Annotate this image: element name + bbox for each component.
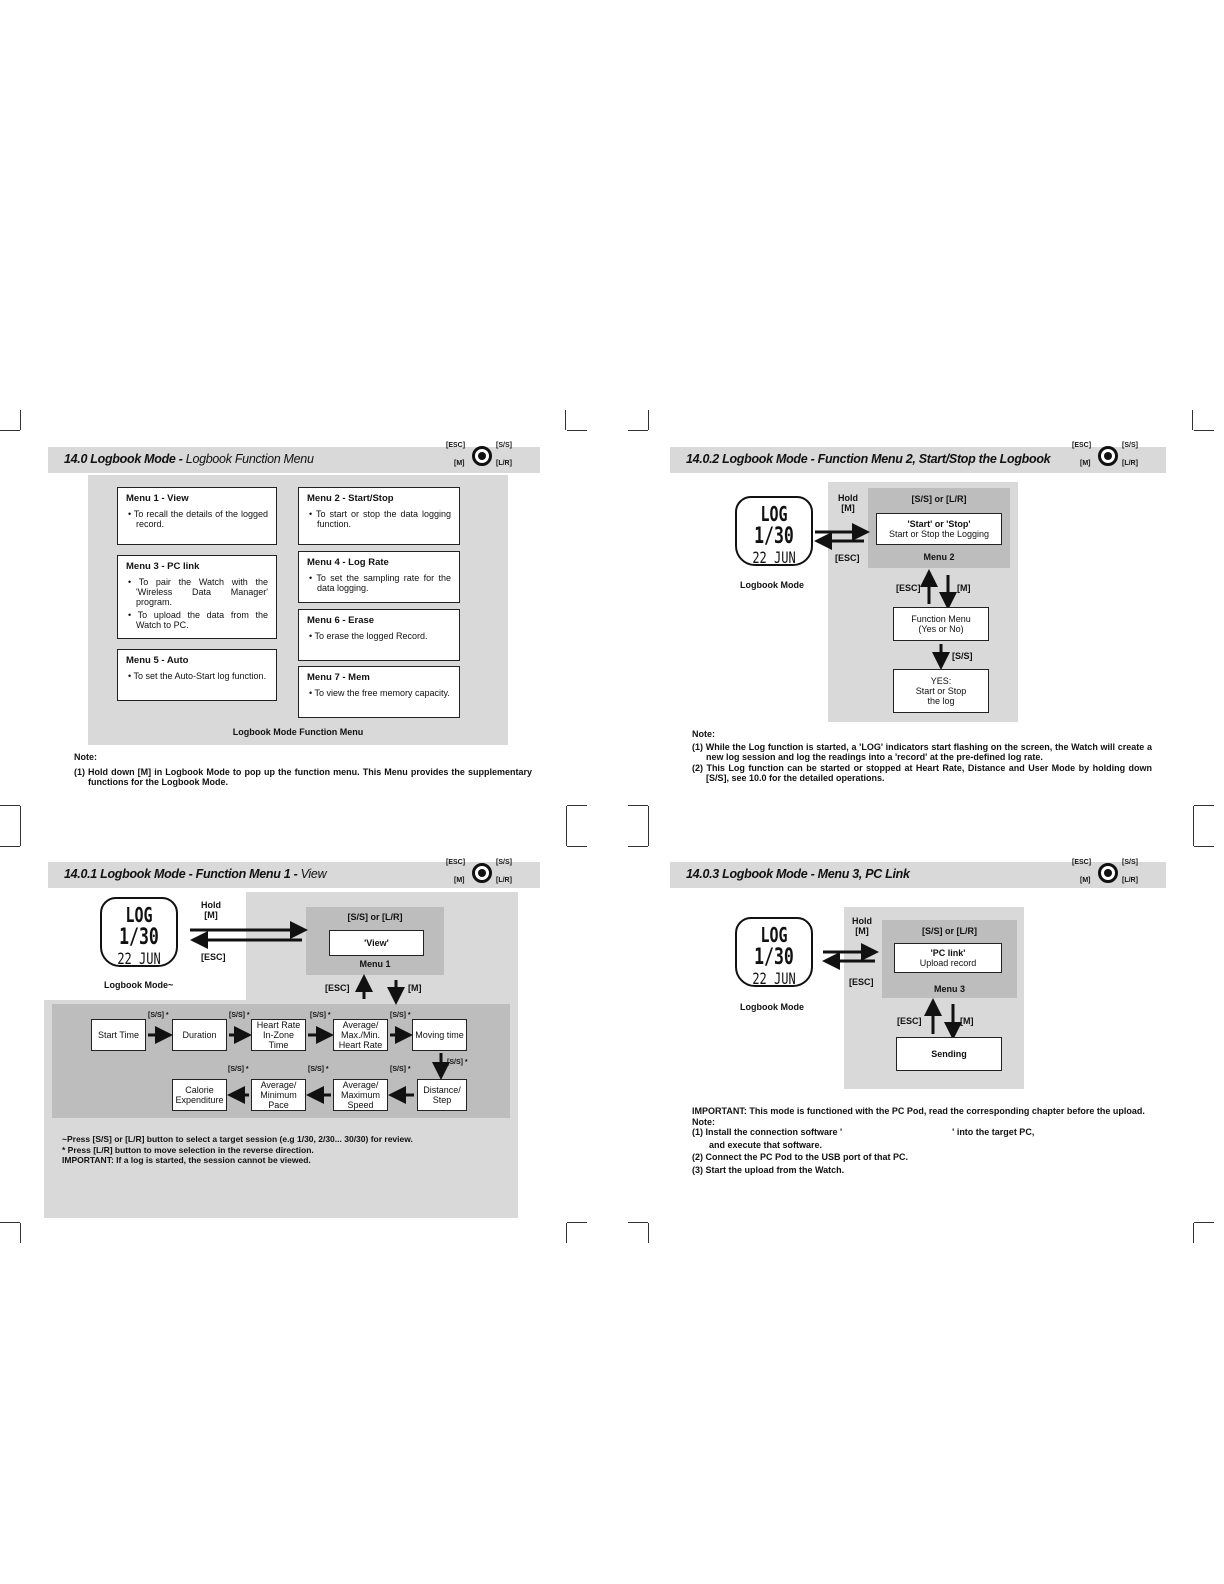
- hold-m-label: Hold[M]: [838, 493, 858, 513]
- ss-label: [S/S]: [952, 651, 973, 661]
- m-down-label: [M]: [957, 583, 971, 593]
- section-title-bar: 14.0.1 Logbook Mode - Function Menu 1 - …: [48, 862, 540, 888]
- start-stop-box: 'Start' or 'Stop'Start or Stop the Loggi…: [876, 513, 1002, 545]
- note-block: Note: (1) While the Log function is star…: [692, 729, 1152, 783]
- esc-label: [ESC]: [849, 977, 874, 987]
- footnote-block: ~Press [S/S] or [L/R] button to select a…: [62, 1134, 413, 1165]
- watch-buttons-icon: [ESC][S/S] [M][L/R]: [446, 442, 512, 467]
- ss-lr-label: [S/S] or [L/R]: [347, 912, 403, 922]
- sending-box: Sending: [896, 1037, 1002, 1071]
- menu-label: Menu 1: [359, 959, 391, 969]
- menu-6-box: Menu 6 - Erase• To erase the logged Reco…: [298, 609, 460, 661]
- watch-mode-label: Logbook Mode~: [104, 980, 174, 990]
- watch-mode-label: Logbook Mode: [740, 580, 804, 590]
- ss-star-label: [S/S] *: [390, 1066, 411, 1073]
- menu-caption: Logbook Mode Function Menu: [232, 727, 364, 737]
- ss-lr-label: [S/S] or [L/R]: [911, 494, 967, 504]
- section-title: 14.0 Logbook Mode -: [64, 452, 186, 466]
- function-menu-box: Function Menu(Yes or No): [893, 607, 989, 641]
- esc-up-label: [ESC]: [897, 1016, 922, 1026]
- flow-box-speed: Average/ Maximum Speed: [333, 1079, 388, 1111]
- section-title: 14.0.3 Logbook Mode - Menu 3, PC Link: [686, 867, 910, 881]
- menu-5-box: Menu 5 - Auto• To set the Auto-Start log…: [117, 649, 277, 701]
- flow-box-moving-time: Moving time: [412, 1019, 467, 1051]
- pc-link-box: 'PC link'Upload record: [894, 943, 1002, 973]
- section-subtitle: Logbook Function Menu: [185, 452, 314, 466]
- flow-box-pace: Average/ Minimum Pace: [251, 1079, 306, 1111]
- menu-4-box: Menu 4 - Log Rate• To set the sampling r…: [298, 551, 460, 603]
- section-title-bar: 14.0.3 Logbook Mode - Menu 3, PC Link: [670, 862, 1166, 888]
- menu-label: Menu 2: [923, 552, 955, 562]
- m-down-label: [M]: [960, 1016, 974, 1026]
- section-title-bar: 14.0 Logbook Mode - Logbook Function Men…: [48, 447, 540, 473]
- ss-star-label: [S/S] *: [229, 1012, 250, 1019]
- esc-label: [ESC]: [835, 553, 860, 563]
- note-block: Note: (1) Hold down [M] in Logbook Mode …: [74, 752, 532, 787]
- view-box: 'View': [329, 930, 424, 956]
- section-title: 14.0.2 Logbook Mode - Function Menu 2, S…: [686, 452, 1051, 466]
- section-title-bar: 14.0.2 Logbook Mode - Function Menu 2, S…: [670, 447, 1166, 473]
- ss-star-label: [S/S] *: [228, 1066, 249, 1073]
- menu-7-box: Menu 7 - Mem• To view the free memory ca…: [298, 666, 460, 718]
- ss-star-label: [S/S] *: [148, 1012, 169, 1019]
- watch-buttons-icon: [ESC][S/S] [M][L/R]: [1072, 859, 1138, 884]
- menu-2-box: Menu 2 - Start/Stop• To start or stop th…: [298, 487, 460, 545]
- flow-box-start-time: Start Time: [91, 1019, 146, 1051]
- menu-label: Menu 3: [933, 984, 965, 994]
- esc-label: [ESC]: [201, 952, 226, 962]
- hold-m-label: Hold[M]: [201, 900, 221, 920]
- ss-star-label: [S/S] *: [308, 1066, 329, 1073]
- watch-mode-label: Logbook Mode: [740, 1002, 804, 1012]
- watch-buttons-icon: [ESC][S/S] [M][L/R]: [446, 859, 512, 884]
- menu-3-box: Menu 3 - PC link• To pair the Watch with…: [117, 555, 277, 639]
- note-block: IMPORTANT: This mode is functioned with …: [692, 1106, 1145, 1175]
- ss-lr-label: [S/S] or [L/R]: [922, 926, 977, 936]
- flow-box-heart-rate-in-zone: Heart Rate In-Zone Time: [251, 1019, 306, 1051]
- m-down-label: [M]: [408, 983, 422, 993]
- flow-box-duration: Duration: [172, 1019, 227, 1051]
- menu-1-box: Menu 1 - View• To recall the details of …: [117, 487, 277, 545]
- flow-box-calorie: Calorie Expenditure: [172, 1079, 227, 1111]
- esc-up-label: [ESC]: [325, 983, 350, 993]
- flow-box-distance: Distance/ Step: [417, 1079, 467, 1111]
- hold-m-label: Hold[M]: [852, 916, 872, 936]
- ss-star-label: [S/S] *: [390, 1012, 411, 1019]
- esc-up-label: [ESC]: [896, 583, 921, 593]
- ss-star-label: [S/S] *: [447, 1059, 468, 1066]
- watch-buttons-icon: [ESC][S/S] [M][L/R]: [1072, 442, 1138, 467]
- ss-star-label: [S/S] *: [310, 1012, 331, 1019]
- section-subtitle: View: [300, 867, 327, 881]
- section-title: 14.0.1 Logbook Mode - Function Menu 1 -: [64, 867, 301, 881]
